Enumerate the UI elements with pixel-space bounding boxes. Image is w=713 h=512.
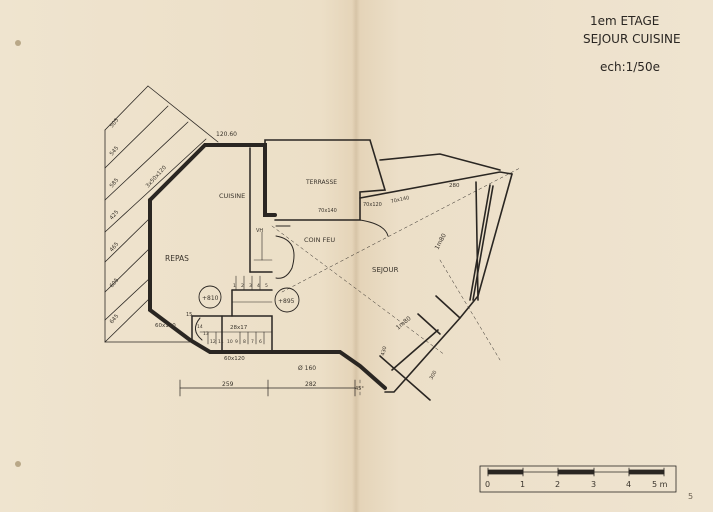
punch-hole-top [15,40,21,46]
scale-tick: 1 [520,480,525,489]
dim-d16: 45° [355,386,364,392]
stair-number: 12 [210,339,216,345]
scale-label: ech:1/50e [600,60,660,74]
stair-number: 14 [197,324,203,330]
height-label: 465 [109,241,121,253]
room-label-coin-feu: COIN FEU [304,236,335,244]
guide-lines [271,167,521,396]
dim-d9: 60x120 [155,323,176,329]
stair-treads [199,231,273,345]
dimension-line [179,379,356,397]
dim-d19: +895 [278,298,295,305]
dim-d13: 282 [305,381,317,388]
height-label: 645 [109,313,121,325]
title-floor: 1em ETAGE [590,14,660,28]
sheet-fold [352,0,360,512]
stair-number: 6 [259,339,262,345]
scale-tick: 5 m [652,480,668,489]
stair-number: 8 [243,339,246,345]
dim-d1: 120.60 [216,131,237,138]
stair-number: 1 [233,283,236,289]
dim-d5: 70x140 [390,195,410,205]
dim-d10: 60x120 [224,356,245,362]
height-label: 585 [109,177,121,189]
dim-d18: +810 [202,295,219,302]
room-label-cuisine: CUISINE [219,192,245,200]
scale-tick: 0 [485,480,490,489]
stair-number: 7 [251,339,254,345]
punch-hole-bottom [15,461,21,467]
stair-number: 9 [235,339,238,345]
room-label-repas: REPAS [165,254,189,263]
height-label: 425 [109,209,121,221]
dim-d3: 70x140 [318,208,337,214]
stair-number: 11 [218,339,224,345]
room-label-sejour: SEJOUR [372,266,399,274]
level-circle-810 [198,285,222,309]
title-rooms: SEJOUR CUISINE [583,32,681,46]
dim-d17: 28x17 [230,325,248,331]
height-label: 545 [109,145,121,157]
level-circle-895 [274,287,300,313]
interior-walls [191,147,273,353]
stair-number: 13 [203,331,209,337]
dim-d12: 259 [222,381,234,388]
scale-tick: 3 [591,480,596,489]
exterior-walls [148,143,387,390]
scale-tick: 4 [626,480,631,489]
stair-number: 5 [265,283,268,289]
stair-number: 2 [241,283,244,289]
dim-d14: 430 [380,346,388,357]
dim-d7: 1m80 [434,232,448,251]
height-label: 605 [109,277,121,289]
fireplace-curves [195,219,389,341]
dim-d4: 70x120 [363,202,382,208]
dim-d15: 300 [429,370,439,381]
room-label-terrasse: TERRASSE [305,179,337,186]
page-number: 5 [688,492,694,501]
stair-number: 3 [249,283,252,289]
dim-d11: Ø 160 [298,365,316,372]
scale-bar [479,465,677,493]
height-label: 505 [109,117,121,129]
scale-tick: 2 [555,480,560,489]
left-sloped-bay [104,85,219,343]
dim-d6: 280 [449,183,460,189]
stair-number: 4 [257,283,260,289]
dim-d20: 15 [186,312,192,318]
stair-number: 10 [227,339,233,345]
dim-d21: VH [256,228,263,234]
dim-d8: 1m80 [395,315,413,332]
